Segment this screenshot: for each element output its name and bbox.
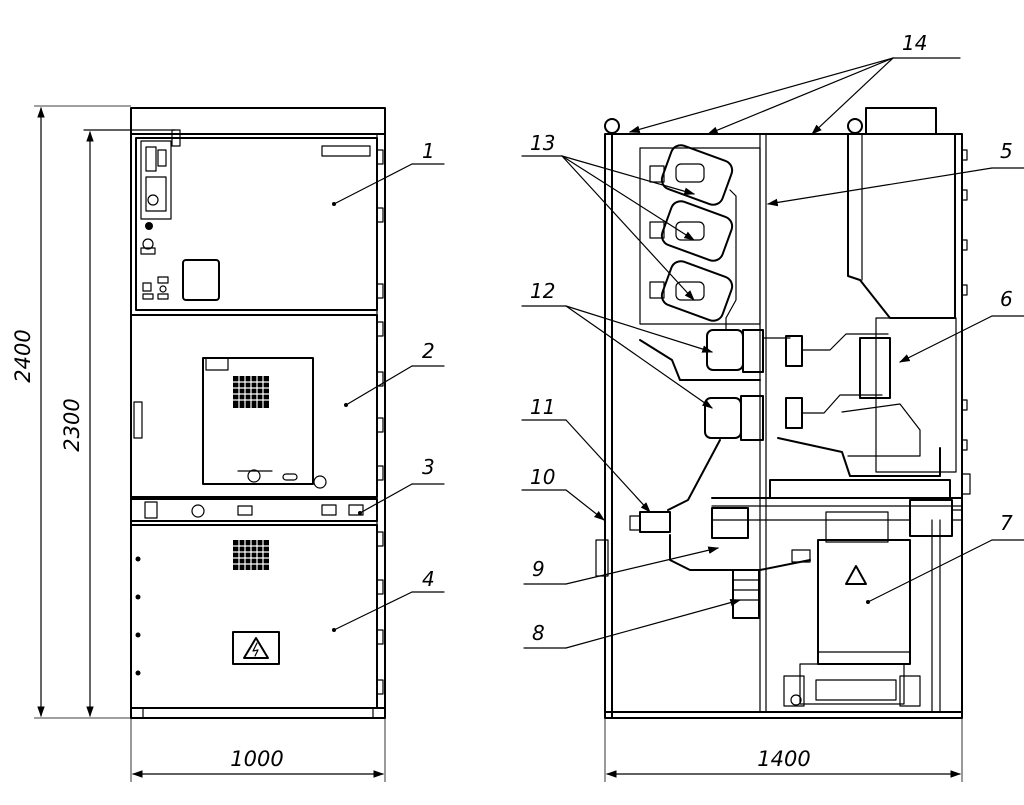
busbar-insulators (649, 144, 737, 331)
dim-2400-label: 2400 (11, 329, 35, 382)
relay-compartment-door (135, 137, 378, 311)
front-view (83, 107, 386, 719)
transformer-warning-icon (845, 565, 867, 585)
cable-compartment-door (130, 524, 378, 709)
callout-2: 2 (422, 339, 435, 363)
lifting-eye-rear (847, 118, 863, 134)
callout-11: 11 (530, 395, 555, 419)
voltage-transformer (817, 539, 911, 665)
warning-plate (232, 631, 280, 665)
callout-9: 9 (532, 557, 545, 581)
side-cabinet-outline (604, 133, 963, 719)
callout-5: 5 (1000, 139, 1013, 163)
lifting-eye-front (604, 118, 620, 134)
side-view (595, 107, 971, 719)
callout-4: 4 (422, 567, 435, 591)
side-dimensions: 1400 (604, 718, 963, 782)
callouts: 1 2 3 4 14 13 12 11 10 (332, 31, 1024, 649)
dim-2300-label: 2300 (60, 398, 84, 451)
callout-3: 3 (422, 455, 435, 479)
circuit-breaker (769, 317, 957, 499)
dim-1000-label: 1000 (230, 747, 283, 771)
callout-10: 10 (530, 465, 555, 489)
breaker-compartment-door (130, 314, 378, 498)
surge-arrester (732, 569, 760, 619)
callout-14: 14 (902, 31, 927, 55)
callout-7: 7 (1000, 511, 1013, 535)
front-dimensions: 2400 2300 1000 (11, 105, 386, 782)
callout-12: 12 (530, 279, 555, 303)
callout-1: 1 (422, 139, 435, 163)
dim-1400-label: 1400 (757, 747, 810, 771)
control-strip (130, 498, 378, 522)
breaker-inspection-panel (202, 357, 314, 485)
callout-6: 6 (1000, 287, 1013, 311)
high-voltage-warning-icon (243, 637, 269, 659)
callout-8: 8 (532, 621, 545, 645)
callout-13: 13 (530, 131, 555, 155)
front-cabinet-outline (130, 107, 386, 719)
